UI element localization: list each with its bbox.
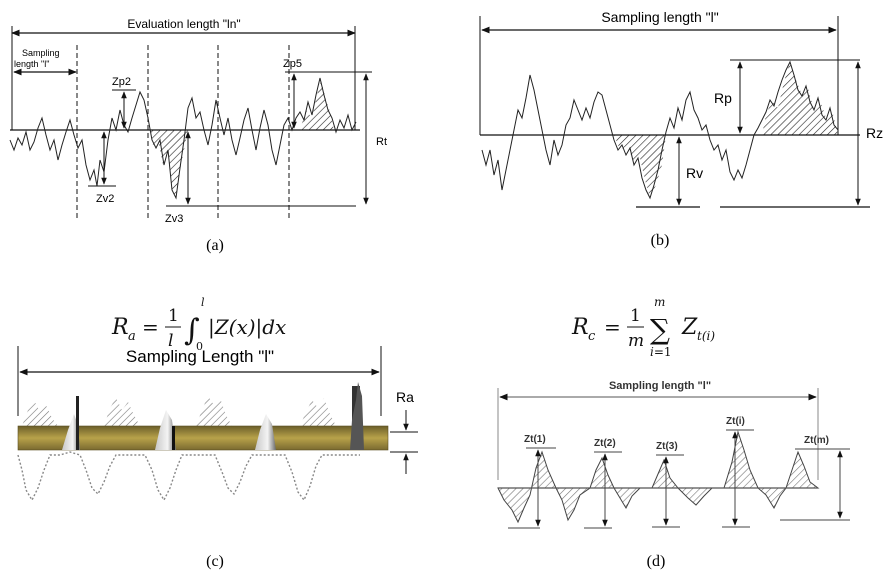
rv-label: Rv [686,165,703,181]
zt1-label: Zt(1) [524,434,546,445]
panel-c: Sampling Length "l" Ra (c) [17,346,418,570]
sampling-length-label-c: Sampling Length "l" [126,347,274,366]
caption-d: (d) [647,553,666,570]
svg-text:R: R [571,315,589,340]
svg-text:∑: ∑ [650,313,670,346]
formula-rc: R c = 1 m ∑ m i=1 Z t(i) [571,295,715,359]
svg-text:1: 1 [168,306,179,326]
rz-label: Rz [866,125,883,141]
svg-text:∫: ∫ [184,313,200,348]
svg-text:a: a [128,329,136,344]
svg-text:R: R [111,315,129,340]
panel-b: Sampling length "l" Rp Rv Rz (b) [479,9,883,249]
svg-text:0: 0 [196,340,203,353]
caption-b: (b) [651,232,670,249]
panel-d: Sampling length "l" Zt(1) Zt(2) Zt(3) Zt… [497,380,850,570]
svg-text:l: l [168,331,173,351]
sampling-length-label-a2: length "l" [14,59,49,69]
ztm-label: Zt(m) [804,435,829,446]
svg-text:t(i): t(i) [697,329,715,343]
rp-label: Rp [714,90,732,106]
ra-label: Ra [396,389,414,405]
svg-text:Z: Z [681,315,698,340]
panel-a: Evaluation length "ln" Sampling length "… [9,17,387,254]
svg-text:l: l [201,296,205,309]
eval-length-label: Evaluation length "ln" [127,17,240,31]
zt3-label: Zt(3) [656,441,678,452]
caption-a: (a) [206,237,224,254]
formula-ra: R a = 1 l ∫ l 0 |Z(x)|dx [111,296,286,353]
sampling-length-label-a1: Sampling [22,48,60,58]
sampling-length-label-b: Sampling length "l" [601,9,718,25]
sampling-length-label-d: Sampling length "l" [609,380,711,392]
zt2-label: Zt(2) [594,438,616,449]
zv2-label: Zv2 [96,193,114,205]
svg-text:=: = [142,315,159,339]
caption-c: (c) [206,553,224,570]
rt-label: Rt [376,136,387,148]
zp5-label: Zp5 [283,58,302,70]
svg-text:i=1: i=1 [650,345,672,359]
svg-text:c: c [588,329,596,344]
zti-label: Zt(i) [726,416,745,427]
zv3-label: Zv3 [165,213,183,225]
svg-text:|Z(x)|dx: |Z(x)|dx [208,315,286,340]
zp2-label: Zp2 [112,76,131,88]
svg-text:m: m [654,295,665,309]
svg-text:=: = [604,315,621,339]
svg-text:m: m [628,331,644,351]
svg-text:1: 1 [630,306,641,326]
